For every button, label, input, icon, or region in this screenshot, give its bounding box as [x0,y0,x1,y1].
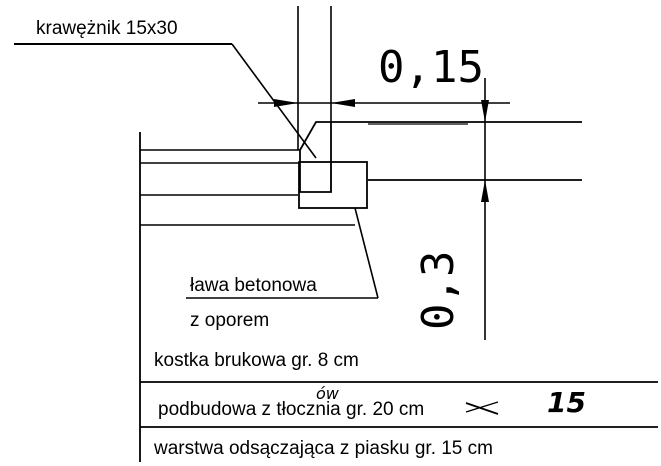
layer-base-struck-value: 20 [372,399,393,420]
strike-through-20-second [465,401,499,413]
handwritten-edit-letters: ów [316,384,340,403]
layer-base-struck-char: a [330,399,341,420]
width-arrow-right [331,99,355,107]
layer-base-unit: cm [394,399,425,420]
curb-stone [299,121,332,193]
width-arrow-left [274,99,298,107]
handwritten-value-15: 15 [547,386,586,419]
layer-base-text-after: gr. [341,399,373,420]
height-arrow-bottom [481,180,489,202]
width-dimension-text: 0,15 [378,42,484,93]
layer-sand-label: warstwa odsączająca z piasku gr. 15 cm [153,438,493,459]
bench-leader-line [354,207,379,299]
bench-label-line1: ława betonowa [190,275,317,296]
layer-base-text-before: podbudowa z tłoczni [158,399,330,420]
concrete-bench [298,161,368,209]
height-arrow-top [481,100,489,122]
bench-label-line2: z oporem [190,310,269,331]
height-dimension-text: 0,3 [413,251,464,330]
strike-through-20 [465,402,499,415]
curb-label: krawężnik 15x30 [36,18,178,39]
layer-base-label: podbudowa z tłocznia gr. 20 cm [158,399,424,420]
layer-paving-label: kostka brukowa gr. 8 cm [154,350,359,371]
